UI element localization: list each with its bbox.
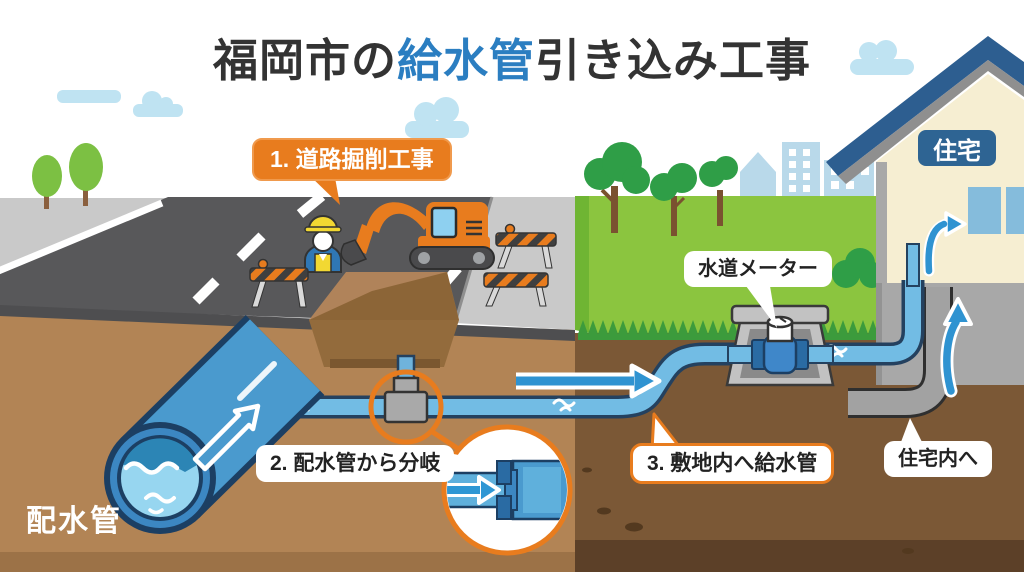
title-highlight: 給水管 xyxy=(396,35,535,86)
pipe-sleeve xyxy=(848,287,953,418)
tree-icon xyxy=(584,142,738,236)
callout-step2: 2. 配水管から分岐 xyxy=(256,445,455,482)
title-prefix: 福岡市の xyxy=(212,35,397,86)
flow-arrow-icon xyxy=(192,403,261,472)
supply-pipe xyxy=(265,280,925,419)
distribution-pipe xyxy=(104,315,325,534)
soil-right-bottom xyxy=(575,540,1024,572)
bush-icon xyxy=(832,248,885,288)
house xyxy=(826,36,1024,283)
branch-highlight-ring xyxy=(368,369,444,445)
supply-pipe-indoor xyxy=(906,243,920,287)
barrier-icon xyxy=(483,272,549,307)
excavator-icon xyxy=(340,202,495,270)
flow-arrow-icon xyxy=(940,297,973,398)
lawn-side-face xyxy=(575,196,589,333)
branch-fitting xyxy=(383,376,429,424)
flow-arrow-icon xyxy=(923,211,967,277)
cloud-icon xyxy=(57,40,914,138)
page-title: 福岡市の給水管引き込み工事 xyxy=(0,24,1024,89)
barrier-icon xyxy=(249,258,309,308)
distribution-pipe-label: 配水管 xyxy=(26,505,122,538)
house-fascia xyxy=(838,60,1024,184)
tree-icon xyxy=(32,143,103,209)
callout-step3: 3. 敷地内へ給水管 xyxy=(630,443,835,484)
callout-water-meter: 水道メーター xyxy=(684,251,832,287)
house-corner xyxy=(876,162,887,283)
foundation-edge xyxy=(876,283,882,385)
callout-step1: 1. 道路掘削工事 xyxy=(252,138,452,181)
house-badge: 住宅 xyxy=(918,130,996,166)
house-roof xyxy=(826,36,1024,176)
excavation-pit xyxy=(309,272,459,368)
barrier-icon xyxy=(495,223,557,269)
house-wall xyxy=(876,74,1024,283)
branch-detail-magnifier xyxy=(441,424,573,556)
house-window xyxy=(968,187,1001,234)
callout-into-house: 住宅内へ xyxy=(884,441,992,477)
bubble-tail xyxy=(746,286,777,328)
flow-arrow-icon xyxy=(516,363,662,399)
house-window xyxy=(1006,187,1024,234)
soil-stones xyxy=(582,467,914,554)
water-meter xyxy=(725,304,835,387)
soil-left-bottom xyxy=(0,552,575,572)
worker-icon xyxy=(304,215,342,273)
title-suffix: 引き込み工事 xyxy=(535,35,812,86)
